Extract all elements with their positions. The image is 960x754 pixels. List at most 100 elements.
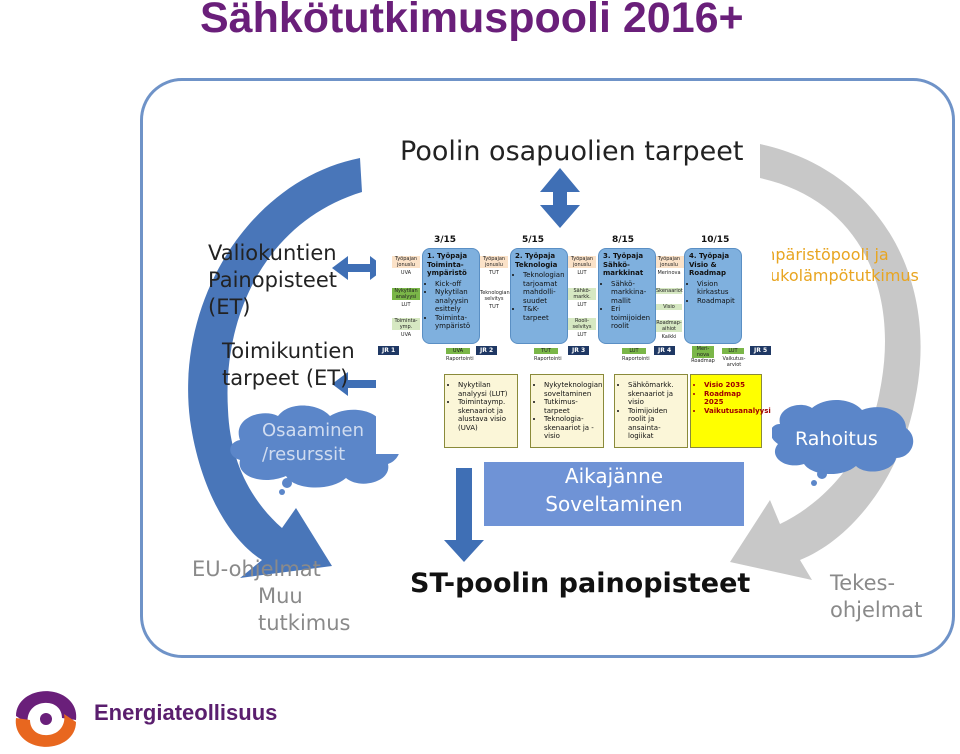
bottom-sub: Raportointi (622, 356, 650, 362)
side-label: Rooli-selvitys (568, 318, 596, 330)
side-label: Merinova (657, 270, 681, 276)
scroll-3: Sähkömarkk. skenaariot ja visio Toimijoi… (614, 374, 688, 448)
bodies-line1: Toimikuntien (222, 339, 355, 363)
scroll-item: Tutkimus-tarpeet (544, 398, 598, 415)
side-label: Työpajan jonuslu (568, 256, 596, 268)
workshop-3: 3. Työpaja Sähkö-markkinat Sähkö-markkin… (598, 248, 656, 344)
eu-programs-line1: EU-ohjelmat (192, 557, 321, 581)
workshop-item: Eri toimijoiden roolit (611, 305, 651, 331)
bottom-sub: Vaikutus-arviot (722, 356, 746, 368)
committees-label: Valiokuntien Painopisteet (ET) (208, 240, 337, 321)
jr-tag: JR 4 (654, 346, 676, 355)
side-label: LUT (577, 270, 587, 276)
jr-bar: JR 1 JR 2 JR 3 JR 4 JR 5 (376, 346, 772, 356)
workshop-item: Sähkö-markkina-mallit (611, 280, 651, 306)
needs-label: Poolin osapuolien tarpeet (400, 136, 744, 167)
competence-line1: Osaaminen (262, 420, 365, 441)
tekes-line2: ohjelmat (830, 598, 923, 622)
committees-line3: (ET) (208, 295, 251, 319)
workshop-title: 2. Työpaja (515, 252, 556, 260)
workshop-item: Nykytilan analyysin esittely (435, 288, 475, 314)
eco-pool-line2: Kaukolämpötutkimus (750, 266, 919, 285)
workshop-1: 1. Työpaja Toiminta-ympäristö Kick-off N… (422, 248, 480, 344)
side-label: Skenaariot (656, 288, 683, 294)
committees-double-arrow (332, 256, 386, 280)
eu-programs-line3: tutkimus (258, 611, 351, 635)
focus-label: ST-poolin painopisteet (410, 568, 751, 599)
scroll-4: Visio 2035 Roadmap 2025 Vaikutusanalyysi (690, 374, 771, 448)
timeline-box: Aikajänne Soveltaminen (484, 462, 744, 526)
side-label: Roadmap-aihiot (656, 320, 682, 332)
jr-tag: JR 5 (750, 346, 772, 355)
tekes-line1: Tekes- (830, 571, 896, 595)
competence-line2: /resurssit (262, 444, 346, 465)
scroll-item: Roadmap 2025 (704, 390, 756, 407)
bottom-tag: LUT (722, 348, 744, 354)
bottom-sub: Raportointi (534, 356, 562, 362)
needs-double-arrow (540, 168, 580, 228)
logo-text: Energiateollisuus (94, 700, 278, 725)
date-4: 10/15 (701, 235, 730, 245)
bottom-sub: Raportointi (446, 356, 474, 362)
process-diagram: 3/15 5/15 8/15 10/15 Työpajan jonuslu UV… (376, 232, 772, 454)
side-label: LUT (577, 302, 587, 308)
bottom-tag: LUT (622, 348, 646, 354)
side-label: Kaikki (661, 334, 677, 340)
date-2: 5/15 (522, 235, 545, 245)
left-curved-arrow (188, 158, 362, 578)
workshop-item: Kick-off (435, 280, 475, 289)
page-title: Sähkötutkimuspooli 2016+ (200, 0, 744, 42)
tekes-label: Tekes- ohjelmat (830, 570, 922, 624)
funding-cloud (770, 399, 914, 475)
date-1: 3/15 (434, 235, 457, 245)
workshop-subtitle: Sähkö-markkinat (603, 260, 644, 278)
workshop-item: Toiminta-ympäristö (435, 314, 475, 331)
side-label: Visio (656, 304, 682, 310)
workshop-item: Roadmapit (697, 297, 737, 306)
jr-tag: JR 1 (378, 346, 400, 355)
scroll-1: Nykytilan analyysi (LUT) Toimintaymp. sk… (444, 374, 518, 448)
side-label: LUT (577, 332, 587, 338)
jr-tag: JR 3 (568, 346, 590, 355)
bodies-label: Toimikuntien tarpeet (ET) (222, 338, 355, 392)
side-label: TUT (489, 304, 499, 310)
bottom-tag: TUT (534, 348, 558, 354)
timeline-line1: Aikajänne (564, 464, 664, 488)
scroll-item: Nykytilan analyysi (LUT) (458, 381, 512, 398)
bottom-tag: UVA (446, 348, 470, 354)
workshop-subtitle: Teknologia (515, 260, 558, 269)
scroll-2: Nykyteknologian soveltaminen Tutkimus-ta… (530, 374, 604, 448)
scroll-item: Teknologia-skenaariot ja -visio (544, 415, 598, 441)
energiateollisuus-logo-icon (15, 691, 77, 747)
side-label: LUT (401, 302, 411, 308)
workshop-subtitle: Toiminta-ympäristö (427, 260, 467, 278)
committees-line1: Valiokuntien (208, 241, 337, 265)
side-label: Työpajan jonuslu (480, 256, 508, 268)
scroll-item: Visio 2035 (704, 381, 756, 390)
workshop-2: 2. Työpaja Teknologia Teknologian tarjoa… (510, 248, 568, 344)
side-label: Teknologian selvitys (480, 290, 510, 302)
bottom-tag: Meri-nova (692, 346, 714, 358)
workshop-item: T&K-tarpeet (523, 305, 563, 322)
date-3: 8/15 (612, 235, 635, 245)
workshop-subtitle: Visio & Roadmap (689, 260, 726, 278)
scroll-item: Sähkömarkk. skenaariot ja visio (628, 381, 682, 407)
committees-line2: Painopisteet (208, 268, 337, 292)
jr-tag: JR 2 (476, 346, 498, 355)
side-label: Työpajan jonuslu (654, 256, 684, 268)
side-label: Työpajan jonuslu (392, 256, 420, 268)
workshop-item: Teknologian tarjoamat mahdolli-suudet (523, 271, 565, 305)
side-label: UVA (400, 270, 412, 276)
scroll-item: Nykyteknologian soveltaminen (544, 381, 603, 398)
bodies-line2: tarpeet (ET) (222, 366, 349, 390)
funding-label: Rahoitus (795, 428, 878, 450)
workshop-title: 4. Työpaja (689, 252, 730, 260)
bottom-sub: Roadmap (691, 358, 715, 364)
workshop-4: 4. Työpaja Visio & Roadmap Vision kirkas… (684, 248, 742, 344)
side-label: Sähkö-markk. (568, 288, 596, 300)
side-label: Nykytilan analyysi (392, 288, 420, 300)
competence-label: Osaaminen /resurssit (262, 419, 364, 467)
eco-pool-label: Ympäristöpooli ja Kaukolämpötutkimus (750, 244, 919, 286)
side-label: Toiminta-ymp. (392, 318, 420, 330)
workshop-item: Vision kirkastus (697, 280, 737, 297)
